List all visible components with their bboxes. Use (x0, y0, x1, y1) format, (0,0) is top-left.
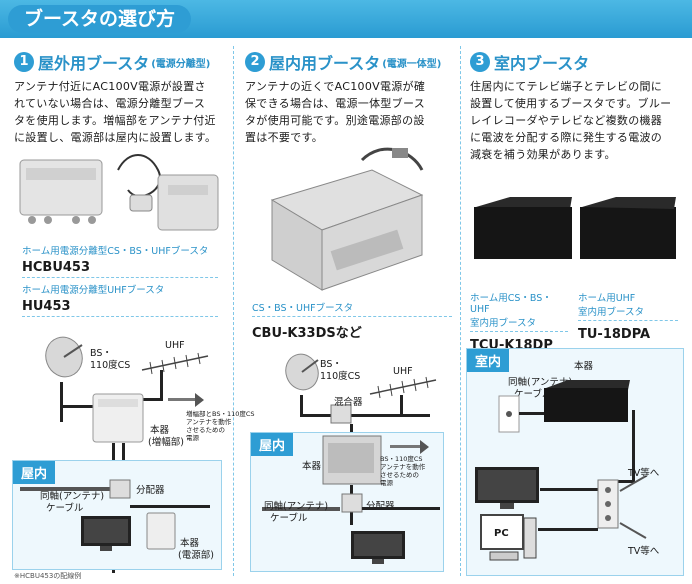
section-heading: 室内ブースタ (494, 54, 590, 73)
section-title: 3 室内ブースタ (470, 50, 685, 74)
product-caption: CS・BS・UHFブースタ (252, 300, 452, 317)
coax-label: ケーブル (46, 503, 84, 514)
section-number: 3 (470, 52, 490, 72)
tv-out-label: TV等へ (628, 546, 660, 557)
power-arrow-icon (420, 440, 429, 454)
power-arrow-icon (195, 393, 204, 407)
section-description: 住居内にてテレビ端子とテレビの間に 設置して使用するブースタです。ブルー レイレ… (470, 80, 672, 161)
page-title: ブースタの選び方 (8, 5, 192, 33)
header-banner: ブースタの選び方 (0, 0, 692, 38)
footnote: ※HCBU453の配線例 (14, 572, 82, 580)
model-name: HCBU453 (22, 257, 218, 278)
cbu-k33ds-product-image (270, 147, 424, 291)
coax-label: 同軸(アンテナ) (40, 491, 105, 502)
splitter-icon (109, 479, 131, 499)
booster-amplifier-unit (92, 393, 144, 443)
tv-icon (475, 467, 539, 509)
mixer-icon (330, 404, 352, 424)
splitter-label: 分配器 (366, 498, 395, 512)
indoor-label: 屋内 (13, 461, 56, 484)
unit-label: 本器 (574, 361, 594, 372)
section-description: アンテナ付近にAC100V電源が設置さ れていない場合は、電源分離型ブース タを… (14, 80, 217, 144)
bs-label: BS・ (320, 359, 342, 370)
room-booster-section: 3 室内ブースタ 住居内にてテレビ端子とテレビの間に 設置して使用するブースタで… (470, 50, 685, 163)
indoor-model: CS・BS・UHFブースタ CBU-K33DSなど (252, 300, 452, 341)
unit-sublabel: (電源部) (178, 550, 214, 561)
section-subtitle: (電源分離型) (151, 58, 211, 70)
coax-label: 同軸(アンテナ) (264, 501, 329, 512)
column-divider (460, 46, 461, 576)
tv-icon (81, 516, 131, 551)
splitter-icon (341, 493, 363, 513)
uhf-antenna-icon (141, 352, 209, 375)
pc-icon (480, 514, 537, 561)
section-heading: 屋外用ブースタ (38, 54, 150, 73)
uhf-antenna-icon (369, 376, 437, 399)
indoor-label: 屋内 (251, 433, 294, 456)
cs-label: 110度CS (90, 360, 131, 371)
hcbu453-product-image (19, 154, 219, 231)
room-booster-unit (544, 380, 630, 422)
booster-unit (322, 435, 382, 485)
mixer-label: 混合器 (334, 397, 363, 408)
model-block: ホーム用UHF 室内用ブースタ TU-18DPA (578, 290, 678, 342)
product-caption: ホーム用電源分離型CS・BS・UHFブースタ (22, 246, 209, 257)
section-number: 2 (245, 52, 265, 72)
indoor-room-area (12, 460, 222, 570)
column-divider (233, 46, 234, 576)
unit-label: 本器 (302, 461, 322, 472)
outdoor-booster-section: 1 屋外用ブースタ (電源分離型) アンテナ付近にAC100V電源が設置さ れて… (14, 50, 226, 146)
unit-label: 本器 (150, 425, 170, 436)
wall-outlet-icon (498, 395, 520, 433)
bs-label: BS・ (90, 348, 112, 359)
model-name: CBU-K33DSなど (252, 326, 362, 341)
coax-label: 同軸(アンテナ) (508, 377, 573, 388)
indoor-booster-section: 2 屋内用ブースタ (電源一体型) アンテナの近くでAC100V電源が確 保でき… (245, 50, 455, 146)
room-label: 室内 (467, 349, 510, 372)
uhf-label: UHF (165, 340, 185, 351)
splitter-label: 分配器 (136, 485, 165, 496)
section-number: 1 (14, 52, 34, 72)
coax-label: ケーブル (514, 389, 552, 400)
tv-out-label: TV等へ (628, 468, 660, 479)
section-subtitle: (電源一体型) (382, 58, 442, 70)
unit-sublabel: (増幅部) (148, 437, 184, 448)
splitter-icon (597, 479, 619, 529)
tcu-k18dp-product-image (474, 197, 676, 259)
cs-label: 110度CS (320, 371, 361, 382)
booster-power-unit (146, 512, 176, 550)
satellite-dish-icon (285, 353, 319, 391)
outdoor-models: ホーム用電源分離型CS・BS・UHFブースタ HCBU453 ホーム用電源分離型… (22, 243, 218, 317)
pc-label: PC (494, 528, 509, 539)
uhf-label: UHF (393, 366, 413, 377)
section-description: アンテナの近くでAC100V電源が確 保できる場合は、電源一体型ブース タが使用… (245, 80, 426, 144)
satellite-dish-icon (45, 336, 83, 378)
product-caption: ホーム用電源分離型UHFブースタ (22, 285, 165, 296)
model-name: HU453 (22, 296, 218, 317)
coax-label: ケーブル (270, 513, 308, 524)
unit-label: 本器 (180, 538, 200, 549)
tv-icon (351, 531, 405, 564)
model-block: ホーム用CS・BS・UHF 室内用ブースタ TCU-K18DP (470, 290, 568, 353)
section-heading: 屋内用ブースタ (269, 54, 381, 73)
section-title: 1 屋外用ブースタ (電源分離型) (14, 50, 226, 74)
model-name: TU-18DPA (578, 327, 651, 342)
section-title: 2 屋内用ブースタ (電源一体型) (245, 50, 455, 74)
